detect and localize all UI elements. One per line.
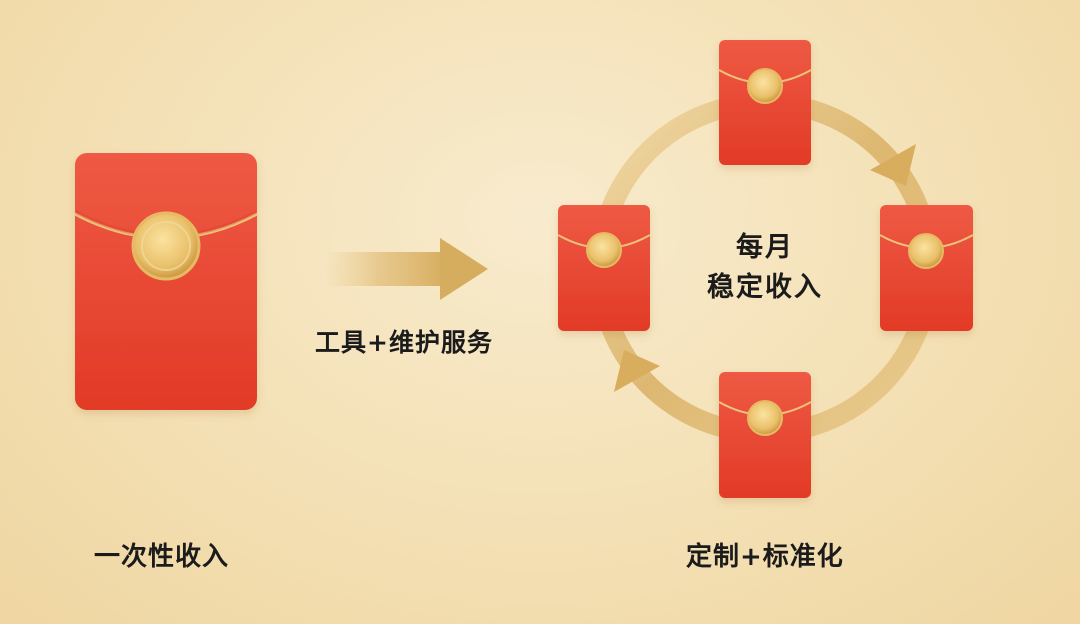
monthly-income-line1: 每月: [736, 232, 794, 263]
red-envelope-icon-right: [879, 205, 974, 331]
monthly-income-line2: 稳定收入: [707, 272, 823, 303]
tools-service-label: 工具+维护服务: [315, 328, 493, 357]
right-arrow-icon: [325, 238, 488, 300]
red-envelope-icon-top: [718, 40, 812, 165]
large-red-envelope-icon: [74, 153, 258, 410]
custom-standard-label: 定制+标准化: [686, 542, 844, 572]
monthly-income-label: 每月 稳定收入: [660, 228, 870, 308]
red-envelope-icon-left: [557, 205, 651, 331]
red-envelope-icon-bottom: [718, 372, 812, 498]
one-time-income-label: 一次性收入: [94, 542, 230, 572]
